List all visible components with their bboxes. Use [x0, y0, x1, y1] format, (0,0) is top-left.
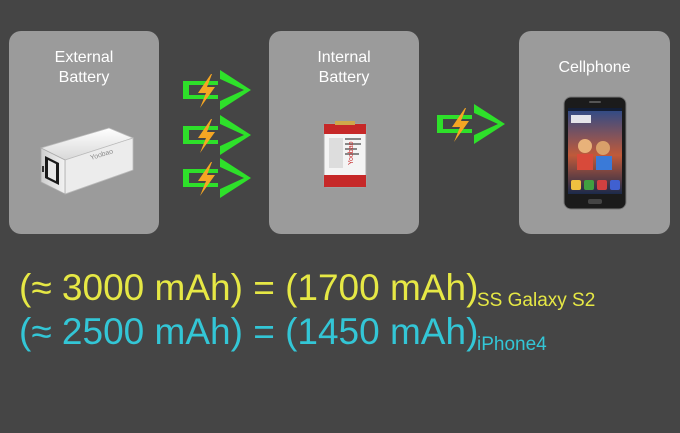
galaxy-external-capacity: (≈ 3000 mAh) — [19, 267, 243, 308]
iphone-internal-capacity: (1450 mAh) — [285, 311, 479, 352]
lightning-icon — [198, 74, 215, 108]
charge-arrow-1 — [180, 67, 255, 113]
internal-battery-label: Internal Battery — [317, 49, 371, 86]
internal-battery-box: Internal Battery Yoobao — [269, 31, 419, 234]
external-battery-box: External Battery Yoobao — [9, 31, 159, 234]
lightning-icon — [198, 162, 215, 196]
charge-arrow-4 — [434, 101, 509, 147]
battery-brand: Yoobao — [348, 141, 355, 165]
charge-arrow-3 — [180, 155, 255, 201]
cellphone-box: Cellphone — [519, 31, 670, 234]
iphone-external-capacity: (≈ 2500 mAh) — [19, 311, 243, 352]
lightning-icon — [452, 108, 469, 142]
iphone-equals: = — [253, 311, 275, 352]
iphone-device-label: iPhone4 — [477, 334, 547, 355]
smartphone-icon — [563, 96, 627, 210]
galaxy-equals: = — [253, 267, 275, 308]
lightning-icon — [198, 119, 215, 153]
cellphone-label: Cellphone — [558, 59, 631, 76]
galaxy-device-label: SS Galaxy S2 — [477, 290, 596, 311]
charge-arrow-2 — [180, 112, 255, 158]
galaxy-internal-capacity: (1700 mAh) — [285, 267, 479, 308]
galaxy-equation: (≈ 3000 mAh) = (1700 mAh) SS Galaxy S2 — [19, 267, 595, 312]
battery-pack-icon: Yoobao — [323, 121, 367, 188]
external-battery-label: External Battery — [54, 49, 114, 86]
power-bank-icon: Yoobao — [39, 127, 135, 195]
iphone-equation: (≈ 2500 mAh) = (1450 mAh) iPhone4 — [19, 311, 547, 356]
